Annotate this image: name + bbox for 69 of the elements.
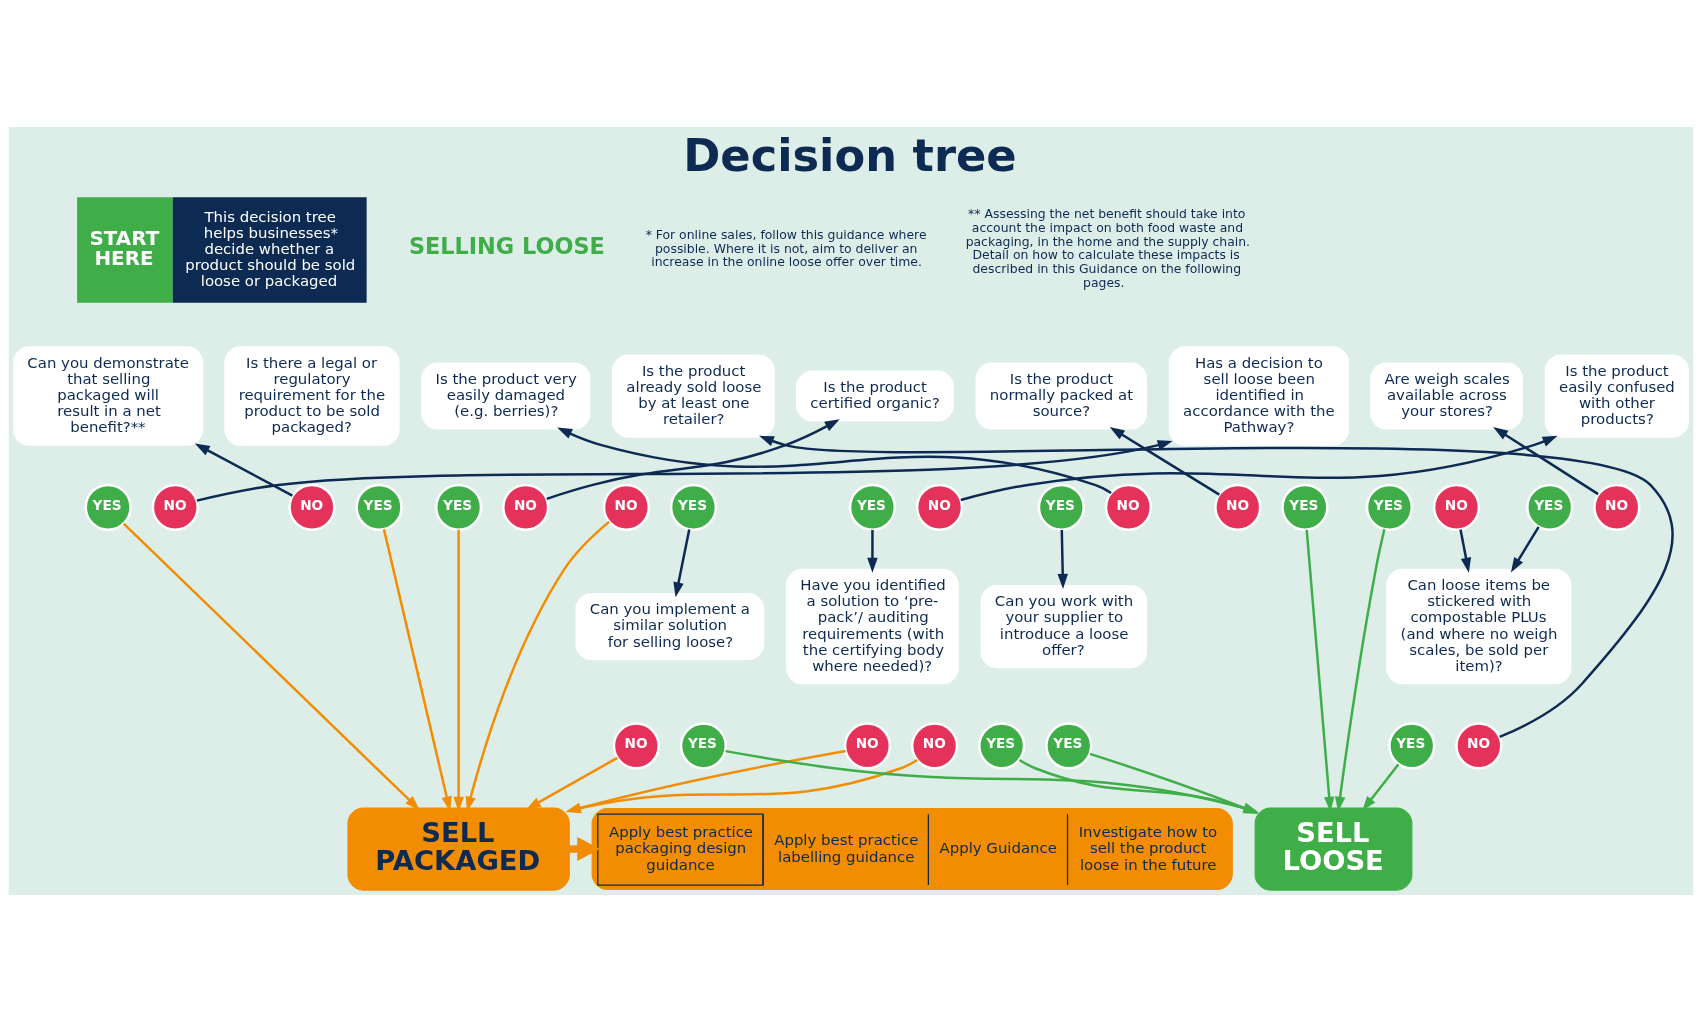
arrow xyxy=(1057,529,1068,589)
arrow xyxy=(557,427,1112,494)
node-circle: YES xyxy=(1388,721,1436,769)
node-box: Apply best practice packaging design guidance Apply best practice labelling guidance Apply Guidance Investigate how to sell the product loose in the future xyxy=(591,807,1233,890)
arrow xyxy=(565,758,918,813)
node-box: Is the product certified organic? xyxy=(796,370,954,421)
node-circle: YES xyxy=(355,483,403,531)
arrow xyxy=(1493,426,1599,495)
arrow xyxy=(196,439,1173,502)
node-circle: YES xyxy=(1365,483,1414,531)
node-box: Can you work with your supplier to introduce a loose offer? xyxy=(980,584,1148,668)
node-box: Can loose items be stickered with compostable PLUs (and where no weigh scales, be sold per item)? xyxy=(1386,568,1572,684)
node-circle: YES xyxy=(1045,721,1093,769)
node-box: Is the product normally packed at source? xyxy=(975,362,1148,430)
arrow xyxy=(867,529,878,573)
node-circle: YES xyxy=(84,483,132,531)
arrow xyxy=(1362,762,1400,811)
arrow xyxy=(673,528,691,597)
node-circle: YES xyxy=(679,721,728,769)
node-circle: NO xyxy=(915,483,964,531)
arrow xyxy=(1459,528,1472,573)
node-circle: YES xyxy=(848,483,897,531)
arrow xyxy=(525,756,618,810)
node-circle: NO xyxy=(910,721,959,769)
node-box: SELL LOOSE xyxy=(1254,806,1413,891)
arrow xyxy=(565,749,846,813)
arrow xyxy=(725,749,1259,813)
node-circle: YES xyxy=(435,483,483,531)
arrow xyxy=(1510,525,1540,573)
node-box: Have you identified a solution to ‘pre-pack’/ auditing requirements (with the certifying body where needed)? xyxy=(786,568,959,684)
label: * For online sales, follow this guidance where possible. Where it is not, aim to deliver an increase in the online loose offer over time. xyxy=(645,226,927,269)
arrow xyxy=(194,443,293,497)
node-circle: NO xyxy=(502,483,550,531)
node-circle: NO xyxy=(1593,483,1641,531)
node-box: Can you implement a similar solution for selling loose? xyxy=(575,592,765,660)
arrow xyxy=(960,435,1558,501)
node-box: Has a decision to sell loose been identified in accordance with the Pathway? xyxy=(1168,345,1349,446)
node-circle: NO xyxy=(288,483,336,531)
arrow xyxy=(122,522,420,810)
node-box: Can you demonstrate that selling packaged will result in a net benefit?** xyxy=(13,345,204,446)
label: SELLING LOOSE xyxy=(408,232,605,259)
node-circle: YES xyxy=(978,721,1026,769)
node-circle: NO xyxy=(1104,483,1153,531)
node-circle: NO xyxy=(1214,483,1262,531)
node-box: Is the product already sold loose by at least one retailer? xyxy=(612,353,775,438)
node-circle: NO xyxy=(602,483,650,531)
arrow xyxy=(465,520,610,812)
node-box: Are weigh scales available across your stores? xyxy=(1370,362,1523,430)
node-circle: NO xyxy=(151,483,199,531)
node-circle: NO xyxy=(612,721,660,769)
node-circle: NO xyxy=(843,721,892,769)
node-circle: YES xyxy=(669,483,718,531)
node-box: Is the product very easily damaged (e.g. berries)? xyxy=(421,362,591,430)
arrow xyxy=(1089,752,1259,814)
node-box: SELL PACKAGED xyxy=(347,806,570,891)
node-circle: NO xyxy=(1432,483,1481,531)
diagram-title: Decision tree xyxy=(683,128,1017,182)
arrow xyxy=(382,528,452,811)
label: ** Assessing the net benefit should take into account the impact on both food waste and packaging, in the home and the supply chain. Detail on how to calculate these impacts is described in this Guidance on the following pages. xyxy=(965,205,1251,290)
node-circle: NO xyxy=(1455,721,1503,769)
node-circle: YES xyxy=(1526,483,1574,531)
node-box: Is there a legal or regulatory requirement for the product to be sold packaged? xyxy=(224,345,400,446)
node-circle: YES xyxy=(1281,483,1329,531)
arrow xyxy=(1018,758,1259,813)
arrow xyxy=(546,418,840,500)
node-circle: YES xyxy=(1037,483,1085,531)
node-box: Is the product easily confused with other products? xyxy=(1544,353,1689,438)
arrow xyxy=(1109,426,1220,496)
arrow xyxy=(759,435,1674,738)
